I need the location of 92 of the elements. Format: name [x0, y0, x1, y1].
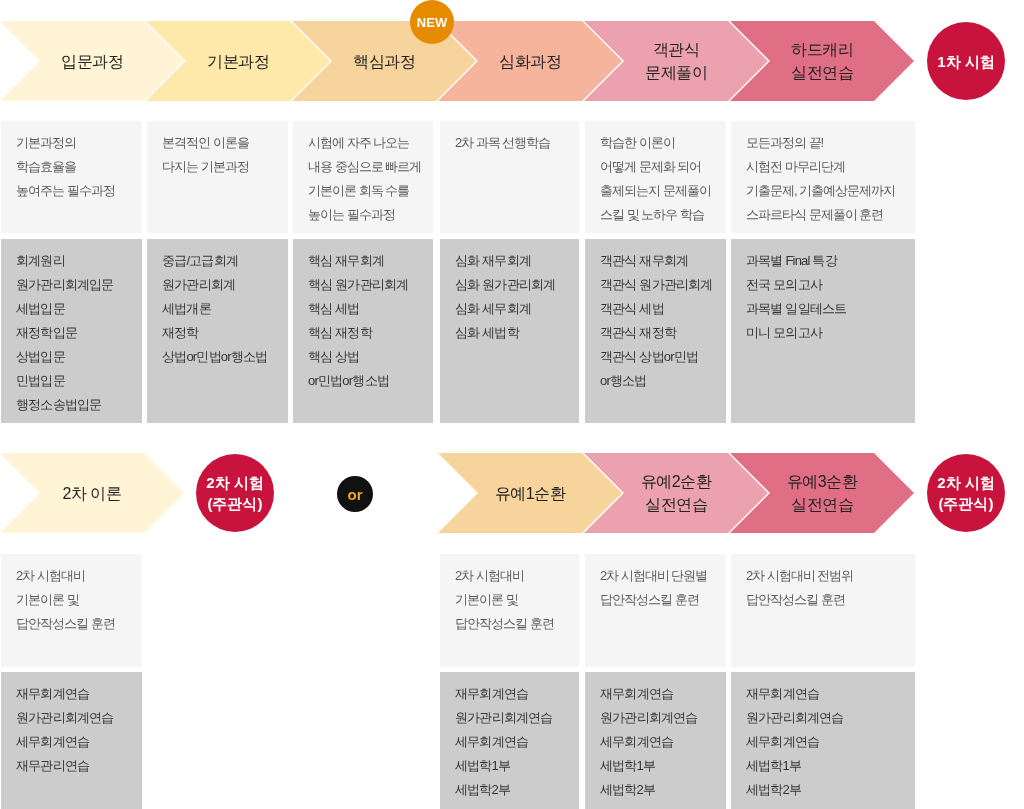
- subject-item: 세무회계연습: [455, 733, 529, 751]
- subject-item: 중급/고급회계: [162, 252, 238, 270]
- subject-item: 객관식 원가관리회계: [600, 276, 713, 294]
- step-label: 하드캐리 실전연습: [791, 40, 853, 83]
- process-step: [146, 21, 330, 101]
- subject-item: 핵심 세법: [308, 300, 360, 318]
- subject-item: 원가관리회계연습: [16, 709, 114, 727]
- process-step: [730, 21, 914, 101]
- subject-item: 세법개론: [162, 300, 211, 318]
- subject-item: 재정학입문: [16, 324, 77, 342]
- subject-item: 민법입문: [16, 372, 65, 390]
- new-badge: NEW: [410, 0, 454, 44]
- subject-item: 핵심 재무회계: [308, 252, 384, 270]
- subject-item: 세무회계연습: [600, 733, 674, 751]
- subject-item: 심화 세무회계: [455, 300, 531, 318]
- subject-item: 세법학1부: [455, 757, 511, 775]
- process-step: [0, 21, 184, 101]
- subject-item: 세법학2부: [455, 781, 511, 799]
- description-text: 시험에 자주 나오는 내용 중심으로 빠르게 기본이론 회독 수를 높이는 필수과정: [308, 134, 422, 224]
- step-label: 입문과정: [61, 51, 123, 72]
- subject-item: 객관식 세법: [600, 300, 664, 318]
- subject-list-box: [1, 239, 142, 423]
- subject-item: 세법학2부: [600, 781, 656, 799]
- step-label: 기본과정: [207, 51, 269, 72]
- subject-item: 심화 원가관리회계: [455, 276, 556, 294]
- or-circle: or: [337, 476, 373, 512]
- subject-item: 재무회계연습: [16, 685, 90, 703]
- subject-item: 전국 모의고사: [746, 276, 822, 294]
- subject-item: 세무회계연습: [16, 733, 90, 751]
- subject-item: 객관식 재무회계: [600, 252, 689, 270]
- step-label: 유예1순환: [494, 483, 566, 504]
- subject-list-box: [293, 239, 433, 423]
- step-label: 유예3순환 실전연습: [786, 472, 858, 515]
- subject-item: 세법학2부: [746, 781, 802, 799]
- description-text: 2차 과목 선행학습: [455, 134, 551, 152]
- subject-list-box: [731, 672, 915, 809]
- subject-item: 과목별 일일테스트: [746, 300, 847, 318]
- subject-list-box: [440, 239, 579, 423]
- subject-item: 객관식 상법or민법 or행소법: [600, 348, 699, 390]
- process-step: [438, 453, 622, 533]
- subject-item: 원가관리회계입문: [16, 276, 114, 294]
- subject-item: 미니 모의고사: [746, 324, 822, 342]
- subject-item: 세법학1부: [746, 757, 802, 775]
- description-text: 모든과정의 끝! 시험전 마무리단계 기출문제, 기출예상문제까지 스파르타식 문제풀이 훈련: [746, 134, 896, 224]
- process-step: [730, 453, 914, 533]
- step-label: 심화과정: [499, 51, 561, 72]
- subject-item: 재정학: [162, 324, 199, 342]
- description-text: 기본과정의 학습효율을 높여주는 필수과정: [16, 134, 115, 200]
- subject-item: 심화 세법학: [455, 324, 519, 342]
- subject-list-box: [440, 672, 579, 809]
- subject-item: 핵심 재정학: [308, 324, 372, 342]
- subject-item: 상법입문: [16, 348, 65, 366]
- subject-item: 원가관리회계: [162, 276, 236, 294]
- step-label: 핵심과정: [353, 51, 415, 72]
- subject-item: 객관식 재정학: [600, 324, 676, 342]
- subject-item: 원가관리회계연습: [746, 709, 844, 727]
- step-label: 유예2순환 실전연습: [640, 472, 712, 515]
- process-step: [584, 453, 768, 533]
- description-text: 2차 시험대비 전범위 답안작성스킬 훈련: [746, 567, 854, 609]
- step-label: 2차 이론: [62, 483, 122, 504]
- subject-item: 과목별 Final 특강: [746, 252, 837, 270]
- subject-list-box: [731, 239, 915, 423]
- step-label: 객관식 문제풀이: [645, 40, 707, 83]
- exam-circle: 2차 시험 (주관식): [196, 454, 274, 532]
- subject-list-box: [1, 672, 142, 809]
- description-text: 2차 시험대비 단원별 답안작성스킬 훈련: [600, 567, 708, 609]
- subject-item: 원가관리회계연습: [455, 709, 553, 727]
- exam-circle: 1차 시험: [927, 22, 1005, 100]
- description-text: 2차 시험대비 기본이론 및 답안작성스킬 훈련: [455, 567, 554, 633]
- subject-list-box: [147, 239, 288, 423]
- subject-item: 재무회계연습: [455, 685, 529, 703]
- description-text: 학습한 이론이 어떻게 문제화 되어 출제되는지 문제풀이 스킬 및 노하우 학습: [600, 134, 711, 224]
- subject-list-box: [585, 239, 726, 423]
- description-text: 본격적인 이론을 다지는 기본과정: [162, 134, 249, 176]
- exam-circle: 2차 시험 (주관식): [927, 454, 1005, 532]
- subject-list-box: [585, 672, 726, 809]
- subject-item: 재무회계연습: [746, 685, 820, 703]
- subject-item: 상법or민법or행소법: [162, 348, 268, 366]
- subject-item: 심화 재무회계: [455, 252, 531, 270]
- process-step: [584, 21, 768, 101]
- subject-item: 세무회계연습: [746, 733, 820, 751]
- subject-item: 핵심 원가관리회계: [308, 276, 409, 294]
- subject-item: 재무관리연습: [16, 757, 90, 775]
- subject-item: 재무회계연습: [600, 685, 674, 703]
- subject-item: 세법학1부: [600, 757, 656, 775]
- process-step: [0, 453, 184, 533]
- subject-item: 세법입문: [16, 300, 65, 318]
- subject-item: 회계원리: [16, 252, 65, 270]
- subject-item: 원가관리회계연습: [600, 709, 698, 727]
- subject-item: 행정소송법입문: [16, 396, 102, 414]
- description-text: 2차 시험대비 기본이론 및 답안작성스킬 훈련: [16, 567, 115, 633]
- subject-item: 핵심 상법 or민법or행소법: [308, 348, 389, 390]
